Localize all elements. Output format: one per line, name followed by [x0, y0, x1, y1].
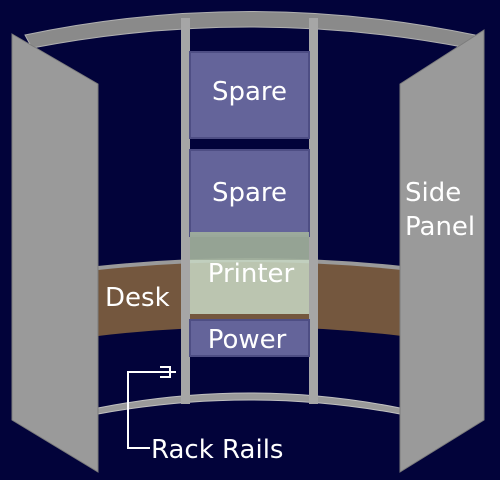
desk-label: Desk: [105, 283, 170, 313]
spare-module-top: [189, 51, 310, 139]
top-frame: [24, 11, 476, 49]
rack-rail-left: [181, 18, 190, 404]
rack-rail-right: [309, 18, 318, 404]
right-side-panel: [399, 29, 485, 473]
power-module: [189, 319, 310, 357]
printer-top-shadow: [190, 232, 309, 260]
rack-rails-connector-icon: [160, 366, 176, 378]
side-panel-label-line2: Panel: [405, 212, 475, 242]
bottom-frame: [97, 392, 401, 415]
spare-top-label: Spare: [212, 77, 287, 107]
left-side-panel: [11, 33, 99, 473]
rack-rails-callout-line: [127, 371, 170, 449]
power-label: Power: [208, 325, 287, 355]
rack-rails-label: Rack Rails: [151, 435, 283, 465]
spare-middle-label: Spare: [212, 178, 287, 208]
printer-label: Printer: [208, 259, 295, 289]
side-panel-label-line1: Side: [405, 178, 461, 208]
